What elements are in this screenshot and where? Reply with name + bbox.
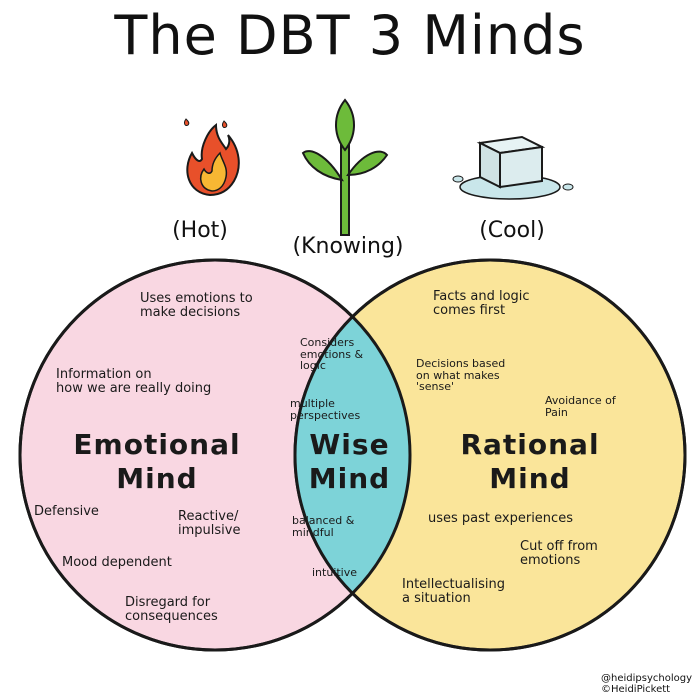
rational-item: Cut off from emotions <box>520 539 598 568</box>
rational-mind-label: Rational Mind <box>460 428 600 495</box>
author-credit: @heidipsychology ©HeidiPickett <box>601 673 692 695</box>
ice-cube-icon <box>452 135 574 200</box>
page-title: The DBT 3 Minds <box>114 4 586 67</box>
rational-item: Facts and logic comes first <box>433 289 530 318</box>
emotional-item: Defensive <box>34 504 99 519</box>
emotional-mind-label: Emotional Mind <box>73 428 241 495</box>
wise-item: intuitive <box>312 566 358 579</box>
rational-item: Avoidance of Pain <box>545 394 616 419</box>
rational-item: Decisions based on what makes 'sense' <box>416 357 506 394</box>
caption-hot: (Hot) <box>172 218 228 243</box>
caption-cool: (Cool) <box>479 218 545 243</box>
wise-item: balanced & mindful <box>292 514 355 539</box>
sprout-icon <box>301 98 389 236</box>
wise-item: multiple perspectives <box>290 397 361 422</box>
caption-knowing: (Knowing) <box>292 234 404 259</box>
wise-mind-label: Wise Mind <box>308 428 391 495</box>
emotional-item: Uses emotions to make decisions <box>140 291 253 320</box>
emotional-item: Information on how we are really doing <box>56 367 212 396</box>
emotional-item: Mood dependent <box>62 555 172 570</box>
fire-icon <box>184 118 240 197</box>
emotional-item: Disregard for consequences <box>125 595 218 624</box>
emotional-item: Reactive/ impulsive <box>178 509 241 538</box>
rational-item: Intellectualising a situation <box>402 577 505 606</box>
wise-item: Considers emotions & logic <box>300 336 364 373</box>
rational-item: uses past experiences <box>428 511 573 526</box>
